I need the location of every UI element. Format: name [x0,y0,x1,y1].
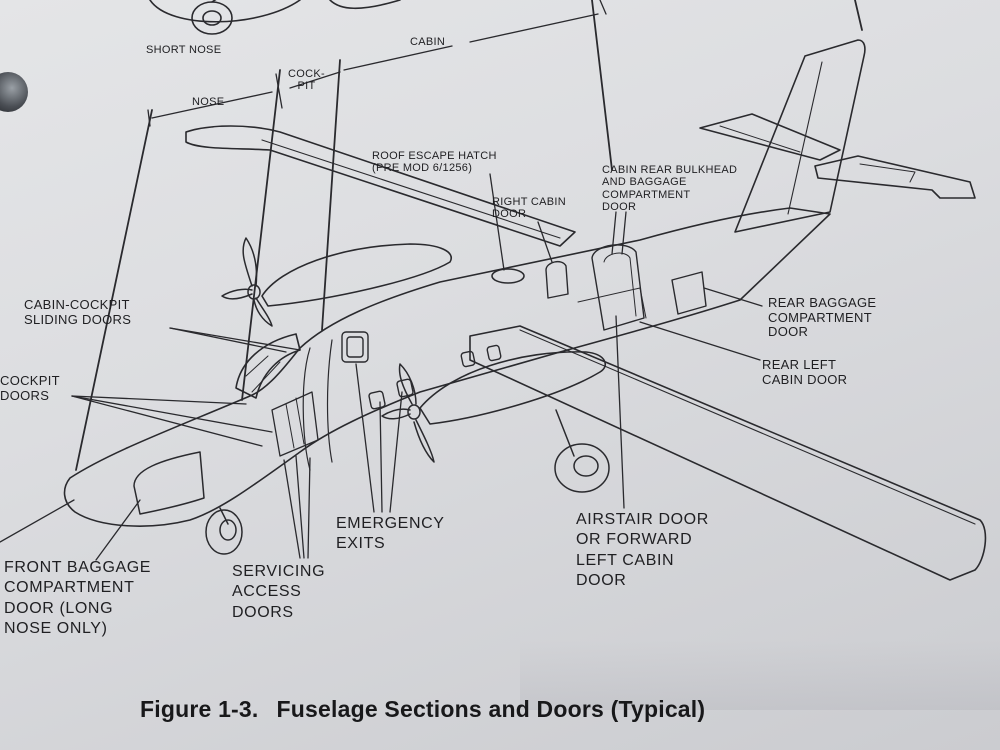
label-rear-left-cabin-door: REAR LEFT CABIN DOOR [762,357,848,387]
cockpit-door [271,391,319,457]
section-boundary-lines [75,0,863,471]
label-rear-baggage-door: REAR BAGGAGE COMPARTMENT DOOR [768,295,877,340]
section-dimension-lines [147,0,607,127]
nose-landing-gear [205,507,243,555]
cabin-rear-bulkhead [591,244,645,331]
label-servicing-access-doors: SERVICING ACCESS DOORS [232,563,326,621]
roof-escape-hatch [491,268,525,284]
figure-number: Figure 1-3. [140,696,259,722]
label-emergency-exits: EMERGENCY EXITS [336,515,445,553]
leader-lines [0,173,763,561]
left-propeller [381,363,435,463]
label-front-baggage-door: FRONT BAGGAGE COMPARTMENT DOOR (LONG NOS… [4,559,152,638]
label-cabin-cockpit-sliding-doors: CABIN-COCKPIT SLIDING DOORS [24,297,132,327]
short-nose-inset [149,0,401,35]
right-propeller [221,237,273,327]
rear-baggage-door [671,271,707,315]
show-through-shadow [520,640,1000,710]
horizontal-stabilizer-left [699,113,841,161]
cabin-windows [341,331,502,410]
label-cabin: CABIN [410,36,446,48]
label-nose: NOSE [192,96,225,108]
figure-caption: Figure 1-3. Fuselage Sections and Doors (… [140,696,705,723]
left-wing [469,325,987,581]
label-right-cabin-door: RIGHT CABIN DOOR [492,196,566,221]
right-engine-nacelle [261,243,453,307]
right-wing [185,125,576,247]
front-baggage-door [133,451,205,515]
horizontal-stabilizer-right [814,155,976,199]
label-roof-escape-hatch: ROOF ESCAPE HATCH (PRE MOD 6/1256) [372,150,497,175]
fuselage [63,207,831,527]
left-engine-nacelle [419,351,607,425]
label-short-nose: SHORT NOSE [146,44,222,56]
tail-fin [734,39,866,233]
label-cockpit: COCK- PIT [288,68,325,93]
label-cockpit-doors: COCKPIT DOORS [0,373,60,403]
main-landing-gear [554,409,610,493]
label-airstair-door: AIRSTAIR DOOR OR FORWARD LEFT CABIN DOOR [576,511,709,590]
figure-title: Fuselage Sections and Doors (Typical) [276,696,706,722]
right-cabin-door [545,260,569,299]
label-cabin-rear-bulkhead: CABIN REAR BULKHEAD AND BAGGAGE COMPARTM… [602,164,738,213]
